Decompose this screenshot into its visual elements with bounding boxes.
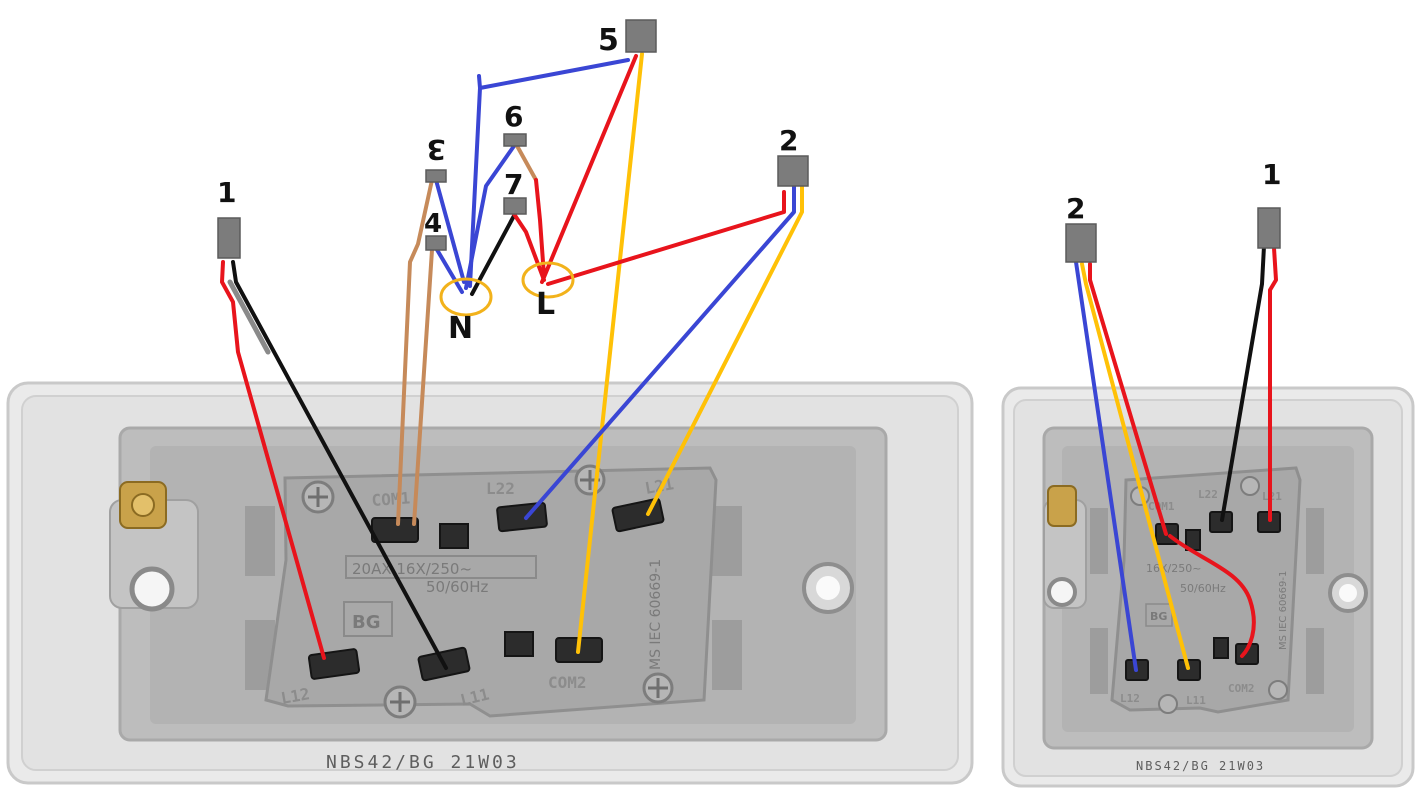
wire-red-r1-l21 <box>1268 246 1278 522</box>
right-term-com2: COM2 <box>1228 682 1255 695</box>
label-5: 5 <box>598 23 619 58</box>
right-standard: MS IEC 60669-1 <box>1278 571 1289 650</box>
box-6 <box>503 133 527 147</box>
wire-blue-2-l22 <box>524 184 796 520</box>
right-model-number: NBS42/BG 21W03 <box>1136 759 1265 773</box>
label-7: 7 <box>504 168 523 201</box>
label-1: 1 <box>217 176 236 209</box>
left-term-l22: L22 <box>486 479 515 498</box>
svg-text:50/60Hz: 50/60Hz <box>1180 582 1226 595</box>
wire-blue-3-n <box>434 178 466 284</box>
box-r2 <box>1065 223 1097 263</box>
box-r1 <box>1257 207 1281 249</box>
wire-blue-6-n <box>464 144 516 290</box>
box-5 <box>625 19 657 53</box>
box-2 <box>777 155 809 187</box>
wire-red-2-l <box>546 190 786 286</box>
wire-black-1-l11 <box>231 260 448 670</box>
wire-yellow-5-com2 <box>576 52 644 654</box>
left-rating-panel: 20AX 16X/250~ 50/60Hz BG MS IEC 60669-1 <box>343 555 664 670</box>
right-switch: COM1 L22 L21 L12 L11 COM2 16X/250~ 50/60… <box>1001 386 1415 788</box>
label-2: 2 <box>779 124 798 157</box>
right-term-l22: L22 <box>1198 488 1218 501</box>
wire-brown-3-com1 <box>396 178 434 526</box>
wire-red-r2-com1 <box>1088 262 1168 536</box>
right-term-l12: L12 <box>1120 692 1140 705</box>
label-6: 6 <box>504 100 523 133</box>
wire-blue-4-n <box>434 246 464 294</box>
label-neutral: N <box>448 311 473 346</box>
wire-blue-r2-l12 <box>1074 260 1138 672</box>
wire-grey-1 <box>227 279 271 355</box>
label-live: L <box>536 287 555 322</box>
right-term-l21: L21 <box>1262 490 1282 503</box>
left-term-com2: COM2 <box>548 673 587 692</box>
wire-yellow-2-l21 <box>646 184 804 516</box>
box-3 <box>425 169 447 183</box>
left-brand-logo: BG <box>352 612 381 633</box>
svg-text:50/60Hz: 50/60Hz <box>426 578 489 596</box>
right-terminal-ports <box>1125 511 1281 681</box>
svg-text:16X/250~: 16X/250~ <box>1146 562 1201 575</box>
box-4 <box>425 235 447 251</box>
left-model-number: NBS42/BG 21W03 <box>326 752 520 773</box>
wire-brown-4-com1 <box>412 248 434 526</box>
right-term-com1: COM1 <box>1148 500 1175 513</box>
live-junction <box>521 261 575 299</box>
label-3: 3 <box>427 133 446 166</box>
right-term-l11: L11 <box>1186 694 1206 707</box>
junction-boxes <box>217 19 1281 263</box>
neutral-junction <box>439 277 493 317</box>
earth-terminal <box>109 481 199 612</box>
left-term-com1: COM1 <box>371 488 411 510</box>
wire-red-1-l12 <box>220 260 326 660</box>
wire-black-r1-l22 <box>1220 244 1266 522</box>
wire-brown-6 <box>514 142 538 182</box>
box-1 <box>217 217 241 259</box>
wire-red-loop-com1-com2 <box>1168 534 1256 658</box>
wire-red-5-l <box>540 54 638 284</box>
svg-text:20AX 16X/250~: 20AX 16X/250~ <box>352 560 472 578</box>
wire-yellow-r2-l11 <box>1080 262 1190 670</box>
right-earth-terminal <box>1043 485 1087 609</box>
label-right-1: 1 <box>1262 158 1281 191</box>
label-4: 4 <box>424 209 442 239</box>
left-switch: COM1 L22 L21 L12 L11 COM2 20AX 16X/250~ … <box>6 381 974 785</box>
left-term-l12: L12 <box>279 684 311 708</box>
box-7 <box>503 197 527 215</box>
wire-red-6-l <box>534 178 546 278</box>
left-standard: MS IEC 60669-1 <box>648 559 664 670</box>
right-brand-logo: BG <box>1150 610 1167 623</box>
label-right-2: 2 <box>1066 192 1085 225</box>
